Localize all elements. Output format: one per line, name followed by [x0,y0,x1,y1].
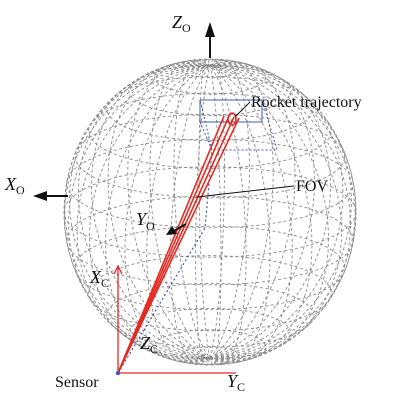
trajectory-projection-box [199,99,278,151]
fov-label: FOV [296,178,328,195]
latitude-line [74,225,346,311]
latitude-line [181,59,239,78]
projection-box-dotted-edges [199,99,278,151]
z-o-label: ZO [172,12,191,35]
fov-line-3 [117,116,235,374]
fov-line-4 [117,117,240,374]
sphere-meridian-lines [63,58,357,366]
y-o-label: YO [136,209,155,233]
z-o-arrowhead [205,22,215,37]
sensor-point [115,370,121,376]
latitude-line [181,346,239,365]
meridian-line [146,59,274,365]
meridian-line [68,64,352,360]
sensor-label: Sensor [55,374,99,391]
projection-box-solid-edges [199,99,263,123]
sensor-projection-line [117,149,213,374]
rocket-trajectory-mark [227,112,237,126]
fov-leader [196,185,295,198]
x-o-arrowhead [33,191,47,201]
sphere-wireframe [63,58,357,366]
latitude-line [66,195,354,286]
meridian-line [127,60,293,364]
z-c-label: ZC [140,333,158,356]
world-axes [33,22,215,235]
meridian-line [198,58,222,366]
meridian-line [105,62,315,362]
y-c-label: YC [227,371,245,394]
projection-box-dotted-edge-2 [199,99,213,151]
fov-line-2 [117,115,230,374]
y-o-axis-arrow [173,223,187,232]
x-o-label: XO [4,174,25,197]
sensor-axes [113,264,236,374]
x-c-label: XC [89,267,109,290]
meridian-line [170,59,250,365]
rocket-trajectory-label: Rocket trajectory [251,94,362,111]
y-o-arrowhead [166,226,177,235]
latitude-line [153,59,267,95]
x-c-arrowhead [113,264,123,275]
fov-cone [117,115,240,374]
rocket-trajectory-leader [234,101,251,118]
latitude-line [74,113,346,199]
